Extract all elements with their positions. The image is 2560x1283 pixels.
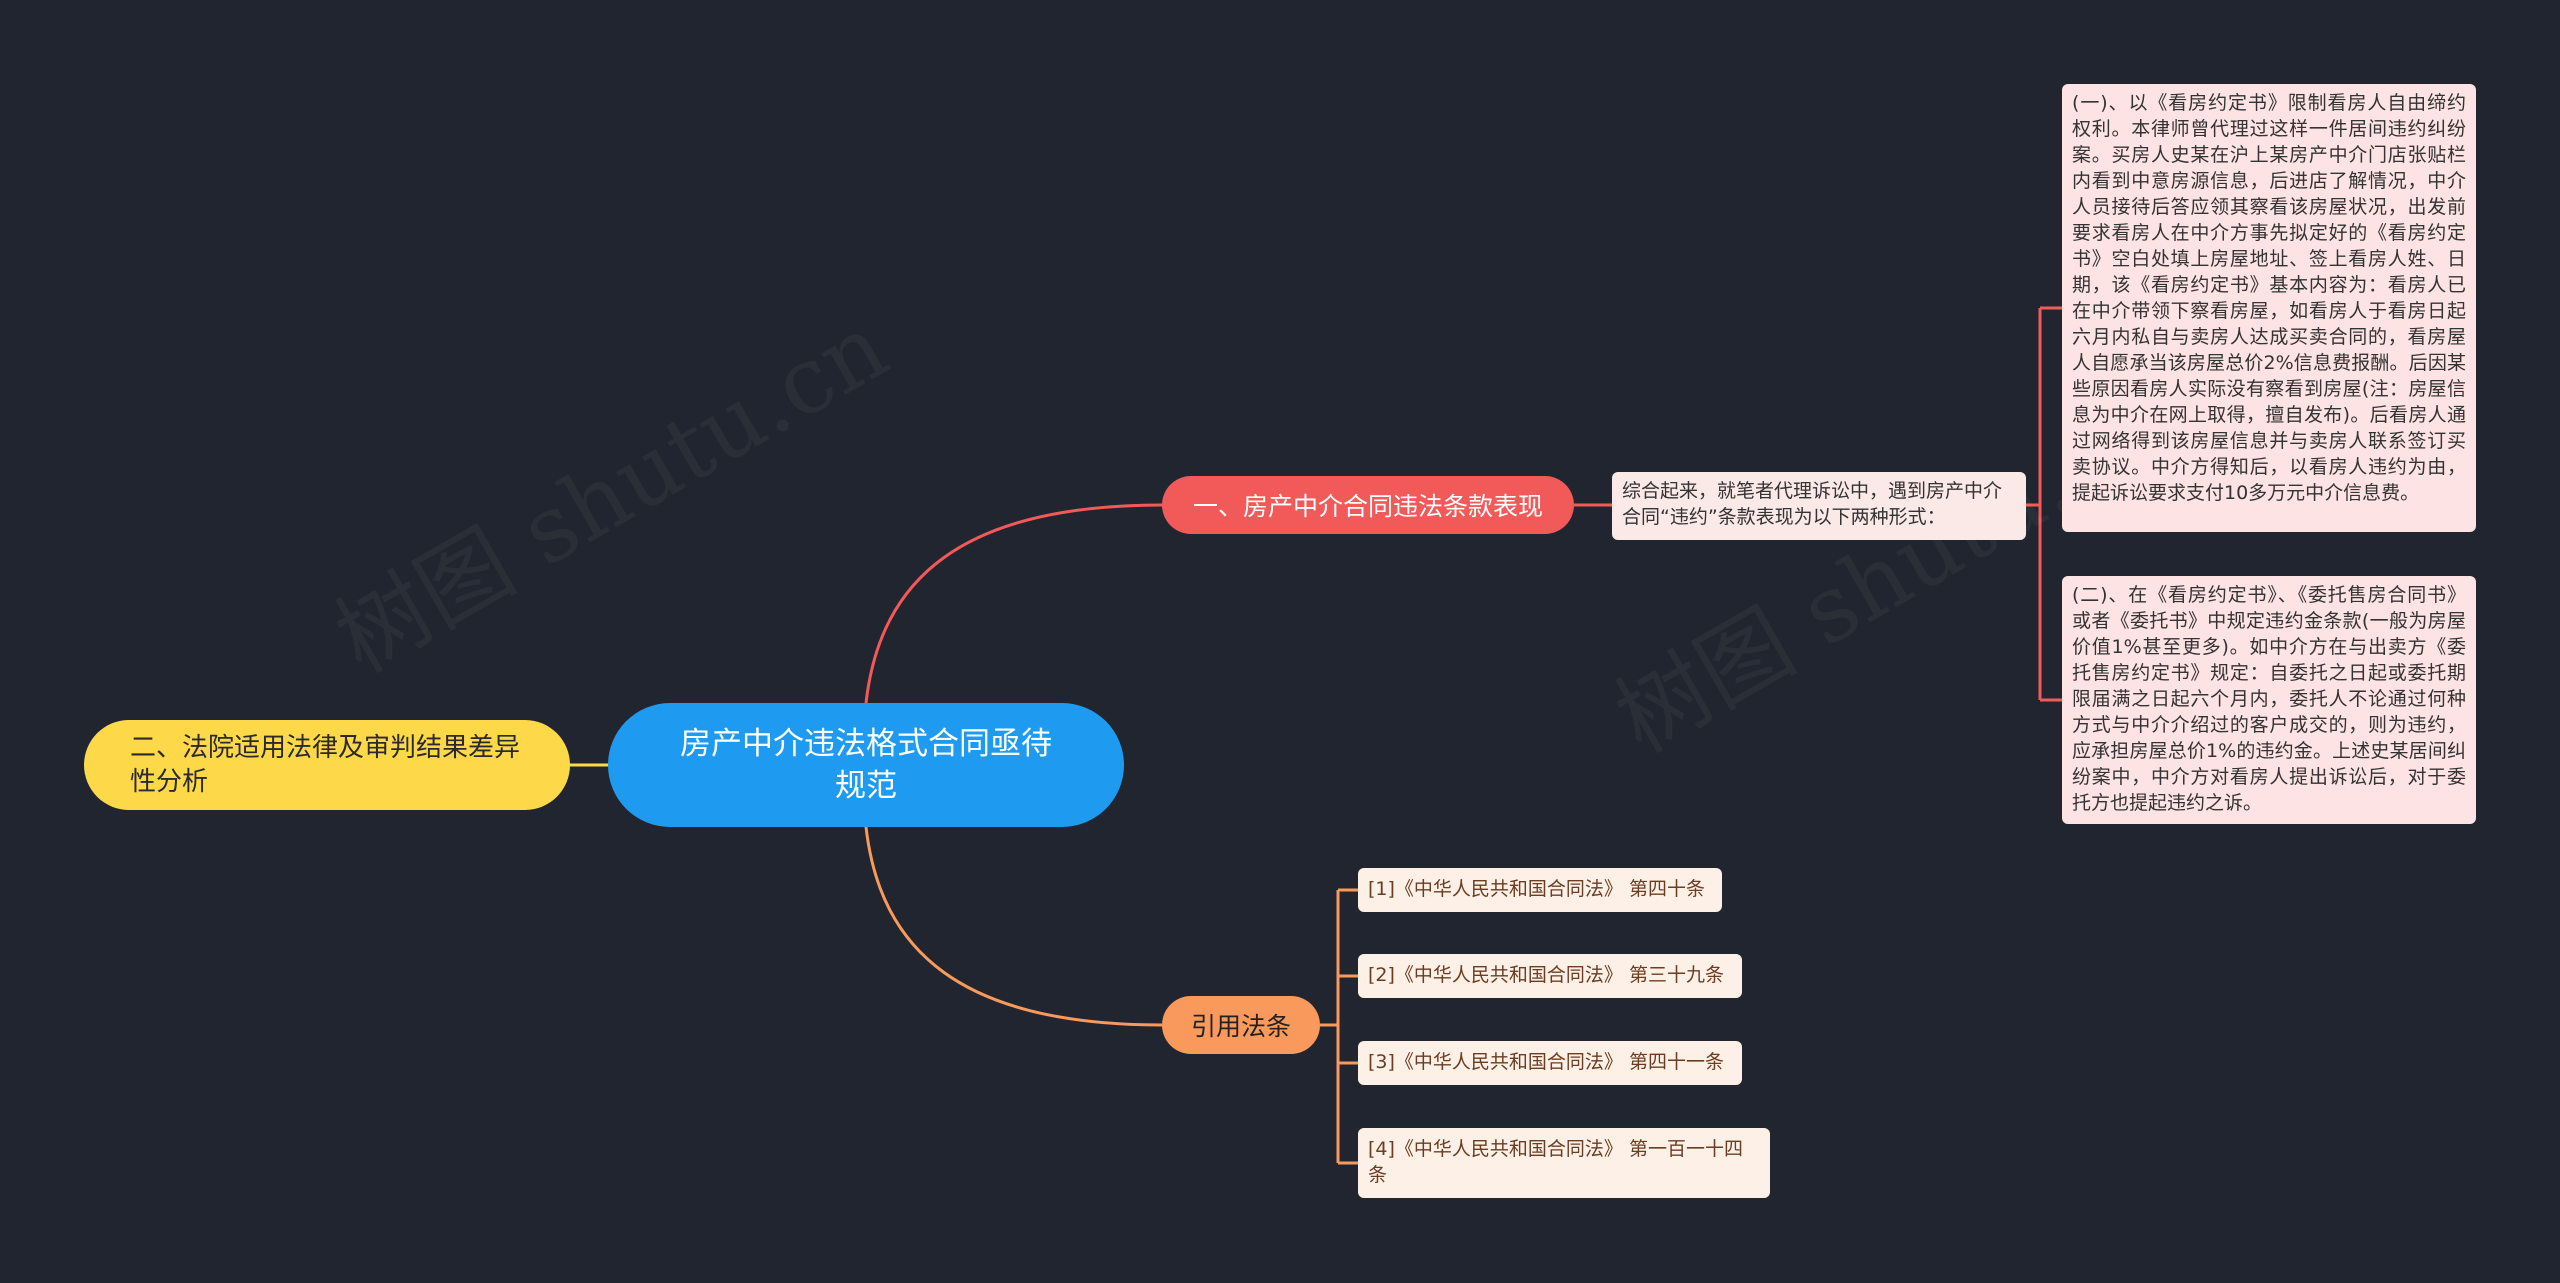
left-branch-label: 二、法院适用法律及审判结果差异性分析 — [130, 733, 521, 797]
link-root-refs — [864, 826, 1163, 1027]
root-node-label: 房产中介违法格式合同亟待规范 — [680, 726, 1052, 804]
refs-branch-label: 引用法条 — [1190, 1012, 1291, 1041]
violation-summary-card[interactable]: 综合起来，就笔者代理诉讼中，遇到房产中介合同“违约”条款表现为以下两种形式： — [1612, 472, 2026, 540]
violation-branch-node[interactable]: 一、房产中介合同违法条款表现 — [1162, 476, 1574, 534]
ref-item-card[interactable]: [3]《中华人民共和国合同法》 第四十一条 — [1358, 1041, 1742, 1085]
left-branch-node[interactable]: 二、法院适用法律及审判结果差异性分析 — [84, 720, 570, 810]
violation-branch-label: 一、房产中介合同违法条款表现 — [1192, 492, 1543, 521]
ref-item-card[interactable]: [4]《中华人民共和国合同法》 第一百一十四条 — [1358, 1128, 1770, 1198]
ref-item-card[interactable]: [1]《中华人民共和国合同法》 第四十条 — [1358, 868, 1722, 912]
ref-item-card[interactable]: [2]《中华人民共和国合同法》 第三十九条 — [1358, 954, 1742, 998]
link-summary-bracket — [2026, 306, 2062, 702]
violation-item-card[interactable]: (一)、以《看房约定书》限制看房人自由缔约权利。本律师曾代理过这样一件居间违约纠… — [2062, 84, 2476, 532]
refs-branch-node[interactable]: 引用法条 — [1162, 996, 1320, 1054]
link-root-violation — [864, 503, 1163, 704]
link-refs-bracket — [1320, 888, 1358, 1165]
violation-item-card[interactable]: (二)、在《看房约定书》、《委托售房合同书》或者《委托书》中规定违约金条款(一般… — [2062, 576, 2476, 824]
root-node[interactable]: 房产中介违法格式合同亟待规范 — [608, 703, 1124, 827]
